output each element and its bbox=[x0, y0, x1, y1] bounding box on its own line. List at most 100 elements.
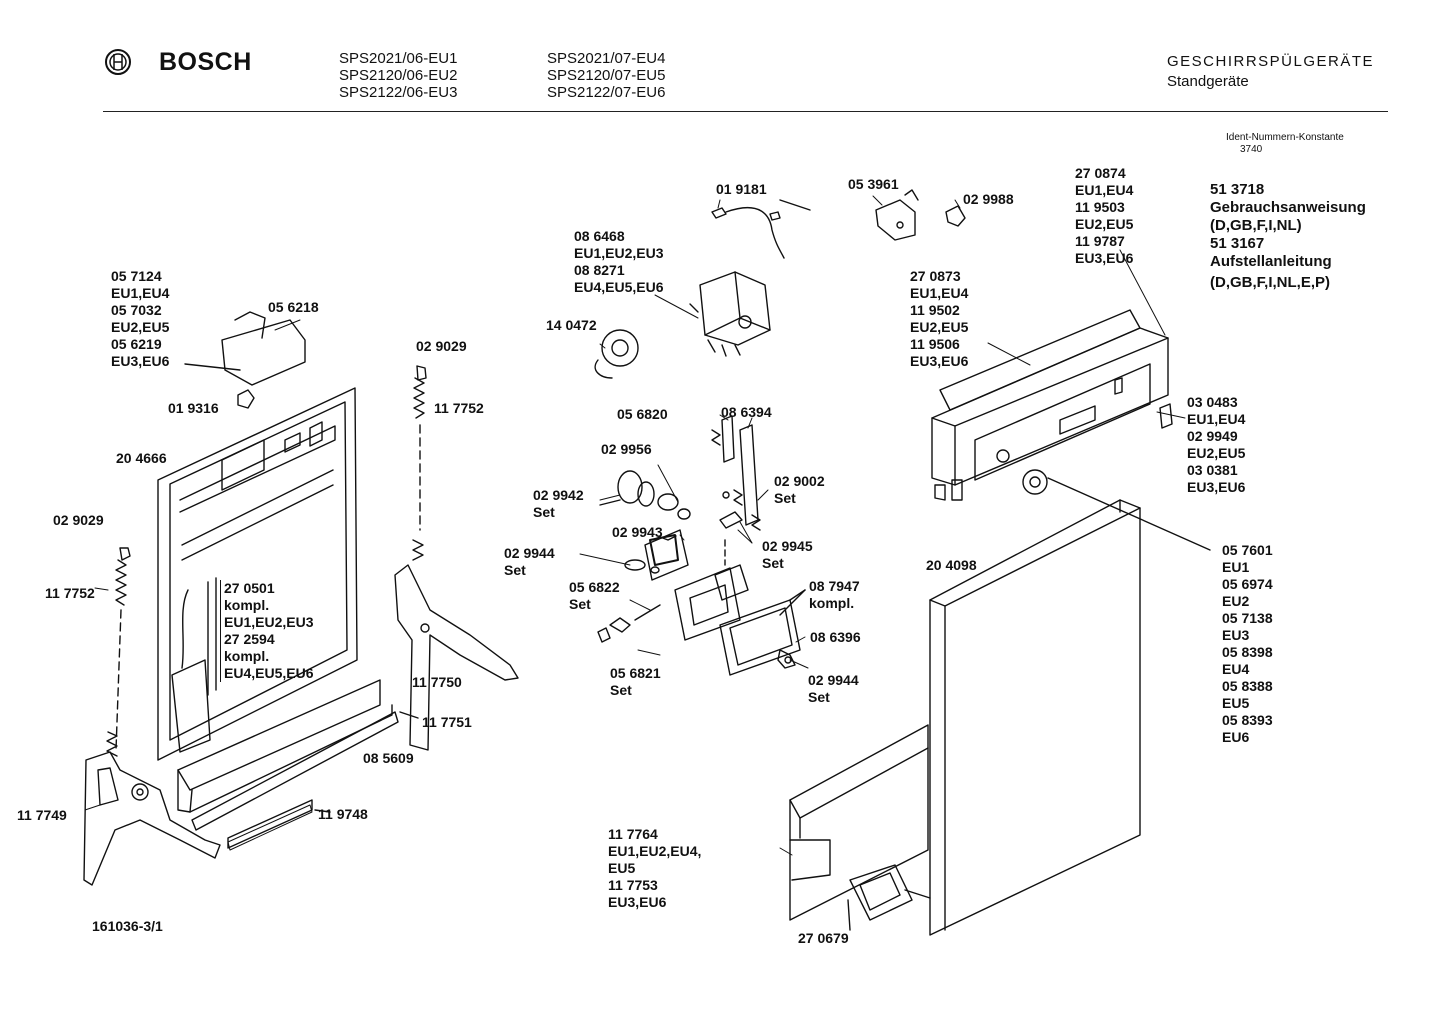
part-number: 11 7750 bbox=[412, 674, 462, 690]
part-number: 27 0873 bbox=[910, 268, 961, 284]
variant: EU3,EU6 bbox=[608, 894, 667, 910]
part-label: 20 4666 bbox=[116, 450, 167, 467]
part-number: 08 6394 bbox=[721, 404, 772, 420]
variant: EU2,EU5 bbox=[1187, 445, 1246, 461]
model-number: SPS2021/07-EU4 bbox=[547, 50, 666, 67]
part-number: 08 8271 bbox=[574, 262, 625, 278]
leader-lines bbox=[84, 195, 1186, 856]
small-clip-part bbox=[237, 389, 255, 409]
part-label: 27 0501 kompl. EU1,EU2,EU3 27 2594 kompl… bbox=[220, 580, 313, 682]
model-list-left: SPS2021/06-EU1 SPS2120/06-EU2 SPS2122/06… bbox=[339, 50, 457, 101]
part-number: 02 9029 bbox=[416, 338, 467, 354]
spring-part bbox=[106, 547, 131, 757]
variant: EU4 bbox=[1222, 661, 1250, 677]
part-number: 27 0679 bbox=[798, 930, 849, 946]
part-label: 08 6468 EU1,EU2,EU3 08 8271 EU4,EU5,EU6 bbox=[574, 228, 663, 296]
control-panel-part bbox=[931, 309, 1169, 501]
part-label: 05 3961 bbox=[848, 176, 899, 193]
variant: EU4,EU5,EU6 bbox=[574, 279, 664, 295]
part-label: 27 0679 bbox=[798, 930, 849, 947]
part-number: 11 9503 bbox=[1075, 199, 1125, 215]
part-number: 02 9943 bbox=[612, 524, 663, 540]
strip-part bbox=[227, 804, 331, 851]
category-subtitle: Standgeräte bbox=[1167, 73, 1249, 90]
part-number: 27 2594 bbox=[224, 631, 275, 647]
documents-label: 51 3718 Gebrauchsanweisung (D,GB,F,I,NL)… bbox=[1210, 181, 1366, 292]
model-number: SPS2021/06-EU1 bbox=[339, 50, 458, 67]
part-label: 27 0873 EU1,EU4 11 9502 EU2,EU5 11 9506 … bbox=[910, 268, 968, 370]
variant: EU3 bbox=[1222, 627, 1250, 643]
variant: EU1,EU4 bbox=[910, 285, 969, 301]
part-number: 20 4666 bbox=[116, 450, 167, 466]
part-number: 27 0501 bbox=[224, 580, 275, 596]
part-number: 27 0874 bbox=[1075, 165, 1126, 181]
part-label: 11 7749 bbox=[17, 807, 67, 824]
part-label: 02 9002 Set bbox=[774, 473, 825, 507]
part-number: 08 6396 bbox=[810, 629, 861, 645]
part-number: 11 7751 bbox=[422, 714, 472, 730]
part-label: 14 0472 bbox=[546, 317, 597, 334]
part-number: 02 9944 bbox=[504, 545, 555, 561]
part-label: 08 7947 kompl. bbox=[809, 578, 860, 612]
door-bar-part bbox=[177, 679, 419, 849]
part-label: 11 7751 bbox=[422, 714, 472, 731]
part-label: 05 6821 Set bbox=[610, 665, 661, 699]
variant: EU2,EU5 bbox=[111, 319, 170, 335]
doc-title: Gebrauchsanweisung bbox=[1210, 199, 1366, 216]
front-panel-part bbox=[929, 499, 1141, 936]
category-title: GESCHIRRSPÜLGERÄTE bbox=[1167, 53, 1375, 70]
part-label: 02 9944 Set bbox=[504, 545, 555, 579]
part-number: 05 8388 bbox=[1222, 678, 1273, 694]
part-number: 11 9748 bbox=[318, 806, 368, 822]
set-note: Set bbox=[533, 504, 555, 520]
part-label: 01 9316 bbox=[168, 400, 219, 417]
variant: EU2,EU5 bbox=[1075, 216, 1134, 232]
part-label: 02 9942 Set bbox=[533, 487, 584, 521]
kit-note: kompl. bbox=[224, 648, 270, 664]
part-label: 05 7124 EU1,EU4 05 7032 EU2,EU5 05 6219 … bbox=[111, 268, 169, 370]
part-number: 11 9506 bbox=[910, 336, 960, 352]
variant: EU1,EU4 bbox=[1187, 411, 1246, 427]
door-lock-part bbox=[674, 564, 749, 641]
doc-languages: (D,GB,F,I,NL) bbox=[1210, 217, 1302, 234]
part-label: 27 0874 EU1,EU4 11 9503 EU2,EU5 11 9787 … bbox=[1075, 165, 1133, 267]
part-number: 02 9942 bbox=[533, 487, 584, 503]
model-list-right: SPS2021/07-EU4 SPS2120/07-EU5 SPS2122/07… bbox=[547, 50, 665, 101]
part-label: 08 5609 bbox=[363, 750, 414, 767]
plinth-part bbox=[789, 724, 931, 931]
variant: EU2,EU5 bbox=[910, 319, 969, 335]
part-number: 05 6974 bbox=[1222, 576, 1273, 592]
part-label: 05 6820 bbox=[617, 406, 668, 423]
part-number: 01 9181 bbox=[716, 181, 767, 197]
part-label: 08 6394 bbox=[721, 404, 772, 421]
bosch-armature-icon bbox=[105, 49, 131, 75]
program-switch-part bbox=[689, 271, 771, 357]
part-number: 11 7752 bbox=[45, 585, 95, 601]
hook-part bbox=[624, 534, 679, 574]
part-label: 02 9945 Set bbox=[762, 538, 813, 572]
door-frame-part bbox=[157, 387, 358, 761]
part-label: 05 6822 Set bbox=[569, 579, 620, 613]
part-number: 03 0381 bbox=[1187, 462, 1238, 478]
part-label: 05 7601 EU1 05 6974 EU2 05 7138 EU3 05 8… bbox=[1222, 542, 1273, 746]
part-number: 05 7138 bbox=[1222, 610, 1273, 626]
part-number: 51 3167 bbox=[1210, 235, 1265, 252]
ident-label: Ident-Nummern-Konstante bbox=[1226, 132, 1344, 143]
part-number: 02 9002 bbox=[774, 473, 825, 489]
part-number: 14 0472 bbox=[546, 317, 597, 333]
variant: EU6 bbox=[1222, 729, 1250, 745]
kit-note: kompl. bbox=[809, 595, 855, 611]
part-number: 05 7601 bbox=[1222, 542, 1273, 558]
variant: EU3,EU6 bbox=[111, 353, 170, 369]
brand-name: BOSCH bbox=[159, 48, 252, 76]
part-label: 20 4098 bbox=[926, 557, 977, 574]
ident-constant: Ident-Nummern-Konstante 3740 bbox=[1226, 132, 1344, 156]
part-number: 11 9502 bbox=[910, 302, 960, 318]
part-label: 05 6218 bbox=[268, 299, 319, 316]
model-number: SPS2122/07-EU6 bbox=[547, 84, 666, 101]
variant: EU1,EU4 bbox=[111, 285, 170, 301]
cable-part bbox=[711, 199, 811, 259]
variant: EU5 bbox=[608, 860, 636, 876]
mount-bracket-part bbox=[875, 189, 919, 241]
